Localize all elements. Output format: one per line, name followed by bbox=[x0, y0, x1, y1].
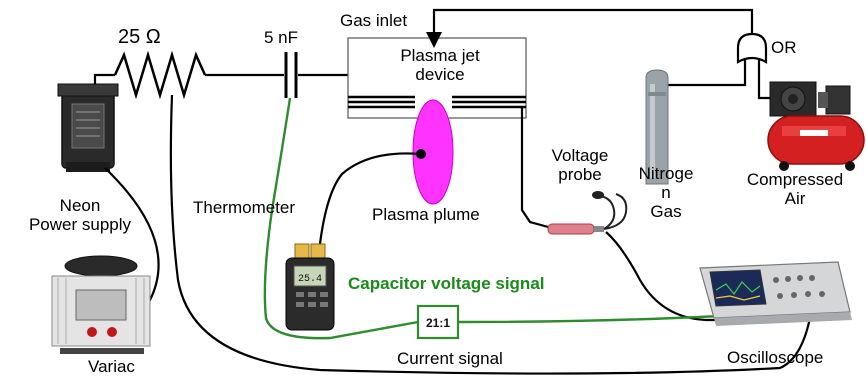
thermocouple-tip bbox=[416, 149, 426, 159]
wire-device-probe bbox=[520, 107, 553, 230]
ratio-label: 21:1 bbox=[426, 316, 450, 330]
nitrogen-label-line1: Nitroge bbox=[638, 164, 694, 183]
voltage-probe-label: Voltage probe bbox=[538, 146, 622, 184]
thermometer-label: Thermometer bbox=[193, 198, 296, 217]
capacitor-symbol bbox=[284, 52, 298, 98]
compressed-label-line2: Air bbox=[784, 189, 806, 208]
neon-label-line1: Neon bbox=[59, 196, 101, 215]
wire-thermometer-probe bbox=[316, 152, 421, 263]
oscilloscope-label: Oscilloscope bbox=[727, 348, 824, 367]
neon-label-line2: Power supply bbox=[28, 215, 132, 234]
plasma-jet-device-label-line2: device bbox=[415, 65, 465, 84]
nitrogen-label-line3: Gas bbox=[650, 202, 682, 221]
capacitor-voltage-signal-label: Capacitor voltage signal bbox=[348, 274, 545, 293]
resistor-label: 25 Ω bbox=[118, 26, 161, 48]
resistor-symbol bbox=[113, 50, 207, 100]
compressed-air-label: Compressed Air bbox=[728, 170, 862, 208]
current-divider-box bbox=[416, 304, 460, 340]
wire-supply-resistor bbox=[93, 73, 115, 84]
voltage-probe-label-line1: Voltage bbox=[551, 146, 609, 165]
neon-power-supply bbox=[57, 83, 119, 172]
current-signal-label: Current signal bbox=[397, 349, 503, 368]
gas-inlet-arrow bbox=[426, 32, 442, 48]
capacitor-label: 5 nF bbox=[264, 28, 299, 47]
gas-inlet-line bbox=[426, 8, 754, 48]
oscilloscope bbox=[699, 261, 852, 326]
neon-power-supply-label: Neon Power supply bbox=[5, 196, 155, 234]
variac bbox=[51, 255, 151, 354]
thermometer-reading: 25.4 bbox=[298, 274, 322, 285]
plasma-plume-label: Plasma plume bbox=[372, 205, 480, 224]
gas-inlet-label: Gas inlet bbox=[340, 11, 408, 30]
plasma-jet-device-label-line1: Plasma jet bbox=[400, 46, 480, 65]
electrodes bbox=[348, 95, 526, 109]
or-gate-label: OR bbox=[771, 38, 797, 57]
air-compressor bbox=[767, 81, 865, 171]
nitrogen-label-line2: n bbox=[661, 183, 671, 202]
compressed-label-line1: Compressed bbox=[746, 170, 844, 189]
nitrogen-cylinder bbox=[645, 69, 669, 185]
plasma-plume bbox=[412, 99, 454, 205]
voltage-probe bbox=[547, 191, 628, 235]
variac-label: Variac bbox=[88, 357, 135, 376]
wire-current-return bbox=[169, 94, 816, 375]
or-gate-symbol bbox=[658, 32, 775, 100]
voltage-probe-label-line2: probe bbox=[558, 165, 602, 184]
plasma-jet-device-label: Plasma jet device bbox=[370, 46, 510, 84]
nitrogen-gas-label: Nitroge n Gas bbox=[636, 164, 696, 221]
thermometer-device: 25.4 bbox=[285, 243, 335, 331]
wire-capacitor-voltage-signal bbox=[263, 97, 419, 340]
